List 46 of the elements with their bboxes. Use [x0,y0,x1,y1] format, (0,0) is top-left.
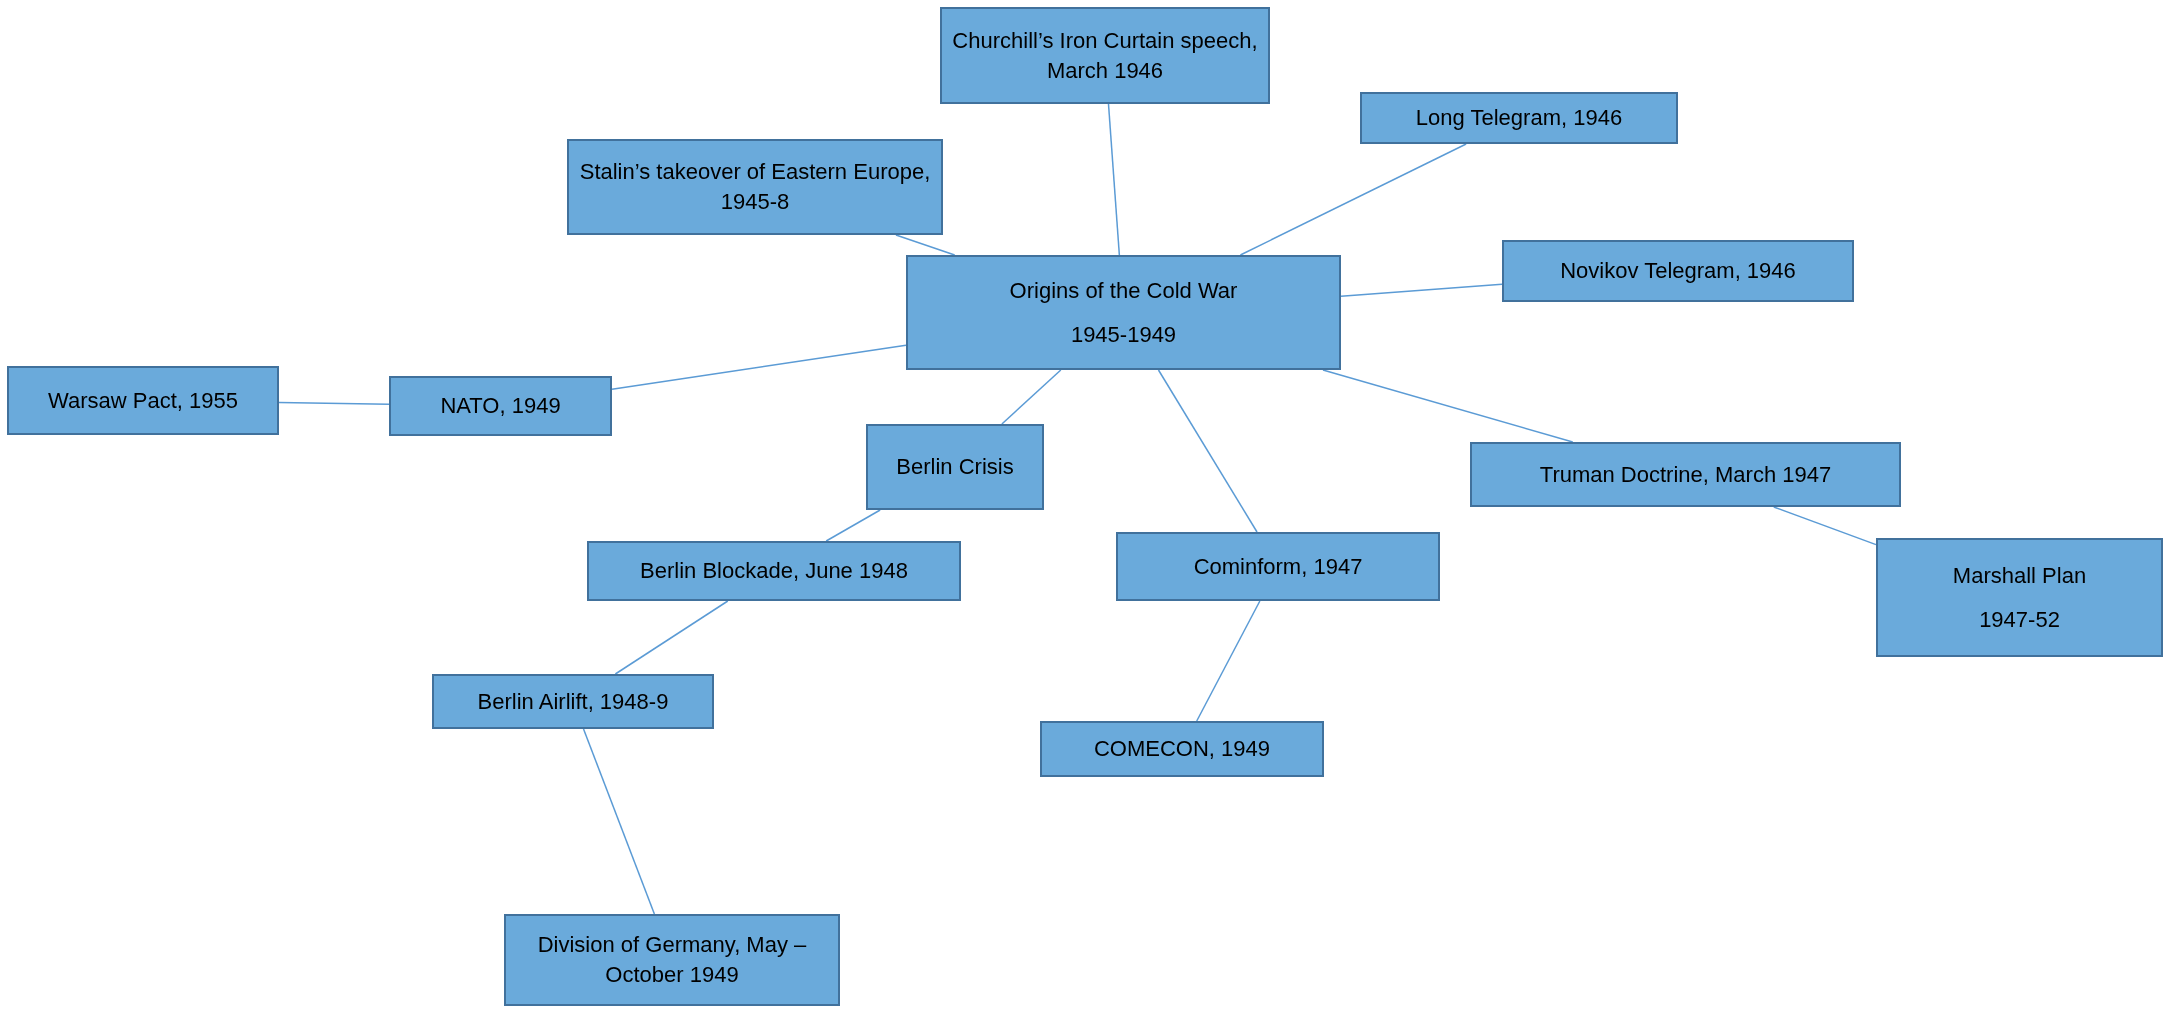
topic-text: Novikov Telegram, 1946 [1560,257,1796,286]
topic-box [1502,240,1854,302]
connector-line [1107,103,1121,256]
topic-text: Stalin’s takeover of Eastern Europe, 1945-8 [578,158,932,216]
topic-box [1360,92,1678,144]
topic-text: NATO, 1949 [440,392,561,421]
topic-text: Division of Germany, May – October 1949 [536,931,808,989]
topic-box [1116,532,1440,601]
connector-line [611,344,907,390]
connector-line [1157,369,1258,533]
connector-line [1340,283,1503,297]
topic-text: Long Telegram, 1946 [1415,104,1623,133]
topic-box [389,376,612,436]
topic-text: Berlin Airlift, 1948-9 [477,687,669,716]
topic-text: 1947-52 [1979,605,2060,634]
connector-line [1773,506,1877,546]
topic-box [1470,442,1901,507]
connector-line [1322,369,1574,443]
topic-box [7,366,279,435]
topic-text: Churchill’s Iron Curtain speech, March 1946 [951,26,1259,85]
connector-line [1239,143,1467,256]
connector-line [614,600,729,675]
topic-text: COMECON, 1949 [1093,735,1271,764]
connector-line [278,401,390,406]
topic-box [866,424,1044,510]
topic-text: Warsaw Pact, 1955 [48,386,238,415]
connector-line [825,509,881,542]
topic-text: Berlin Blockade, June 1948 [640,557,908,586]
connector-line [1196,600,1261,722]
connector-line [582,728,656,915]
topic-text: 1945-1949 [1070,320,1177,349]
topic-box [567,139,943,235]
topic-box [1876,538,2163,657]
topic-text: Cominform, 1947 [1193,552,1363,581]
topic-text: Origins of the Cold War [1009,276,1238,305]
connector-line [1001,369,1062,425]
topic-box [432,674,714,729]
topic-box [504,914,840,1006]
topic-box [1040,721,1324,777]
topic-box [587,541,961,601]
topic-text: Marshall Plan [1952,561,2087,590]
connector-line [895,234,956,256]
topic-text: Berlin Crisis [896,453,1014,482]
topic-box [906,255,1341,370]
topic-box [940,7,1270,104]
topic-text: Truman Doctrine, March 1947 [1539,460,1832,489]
